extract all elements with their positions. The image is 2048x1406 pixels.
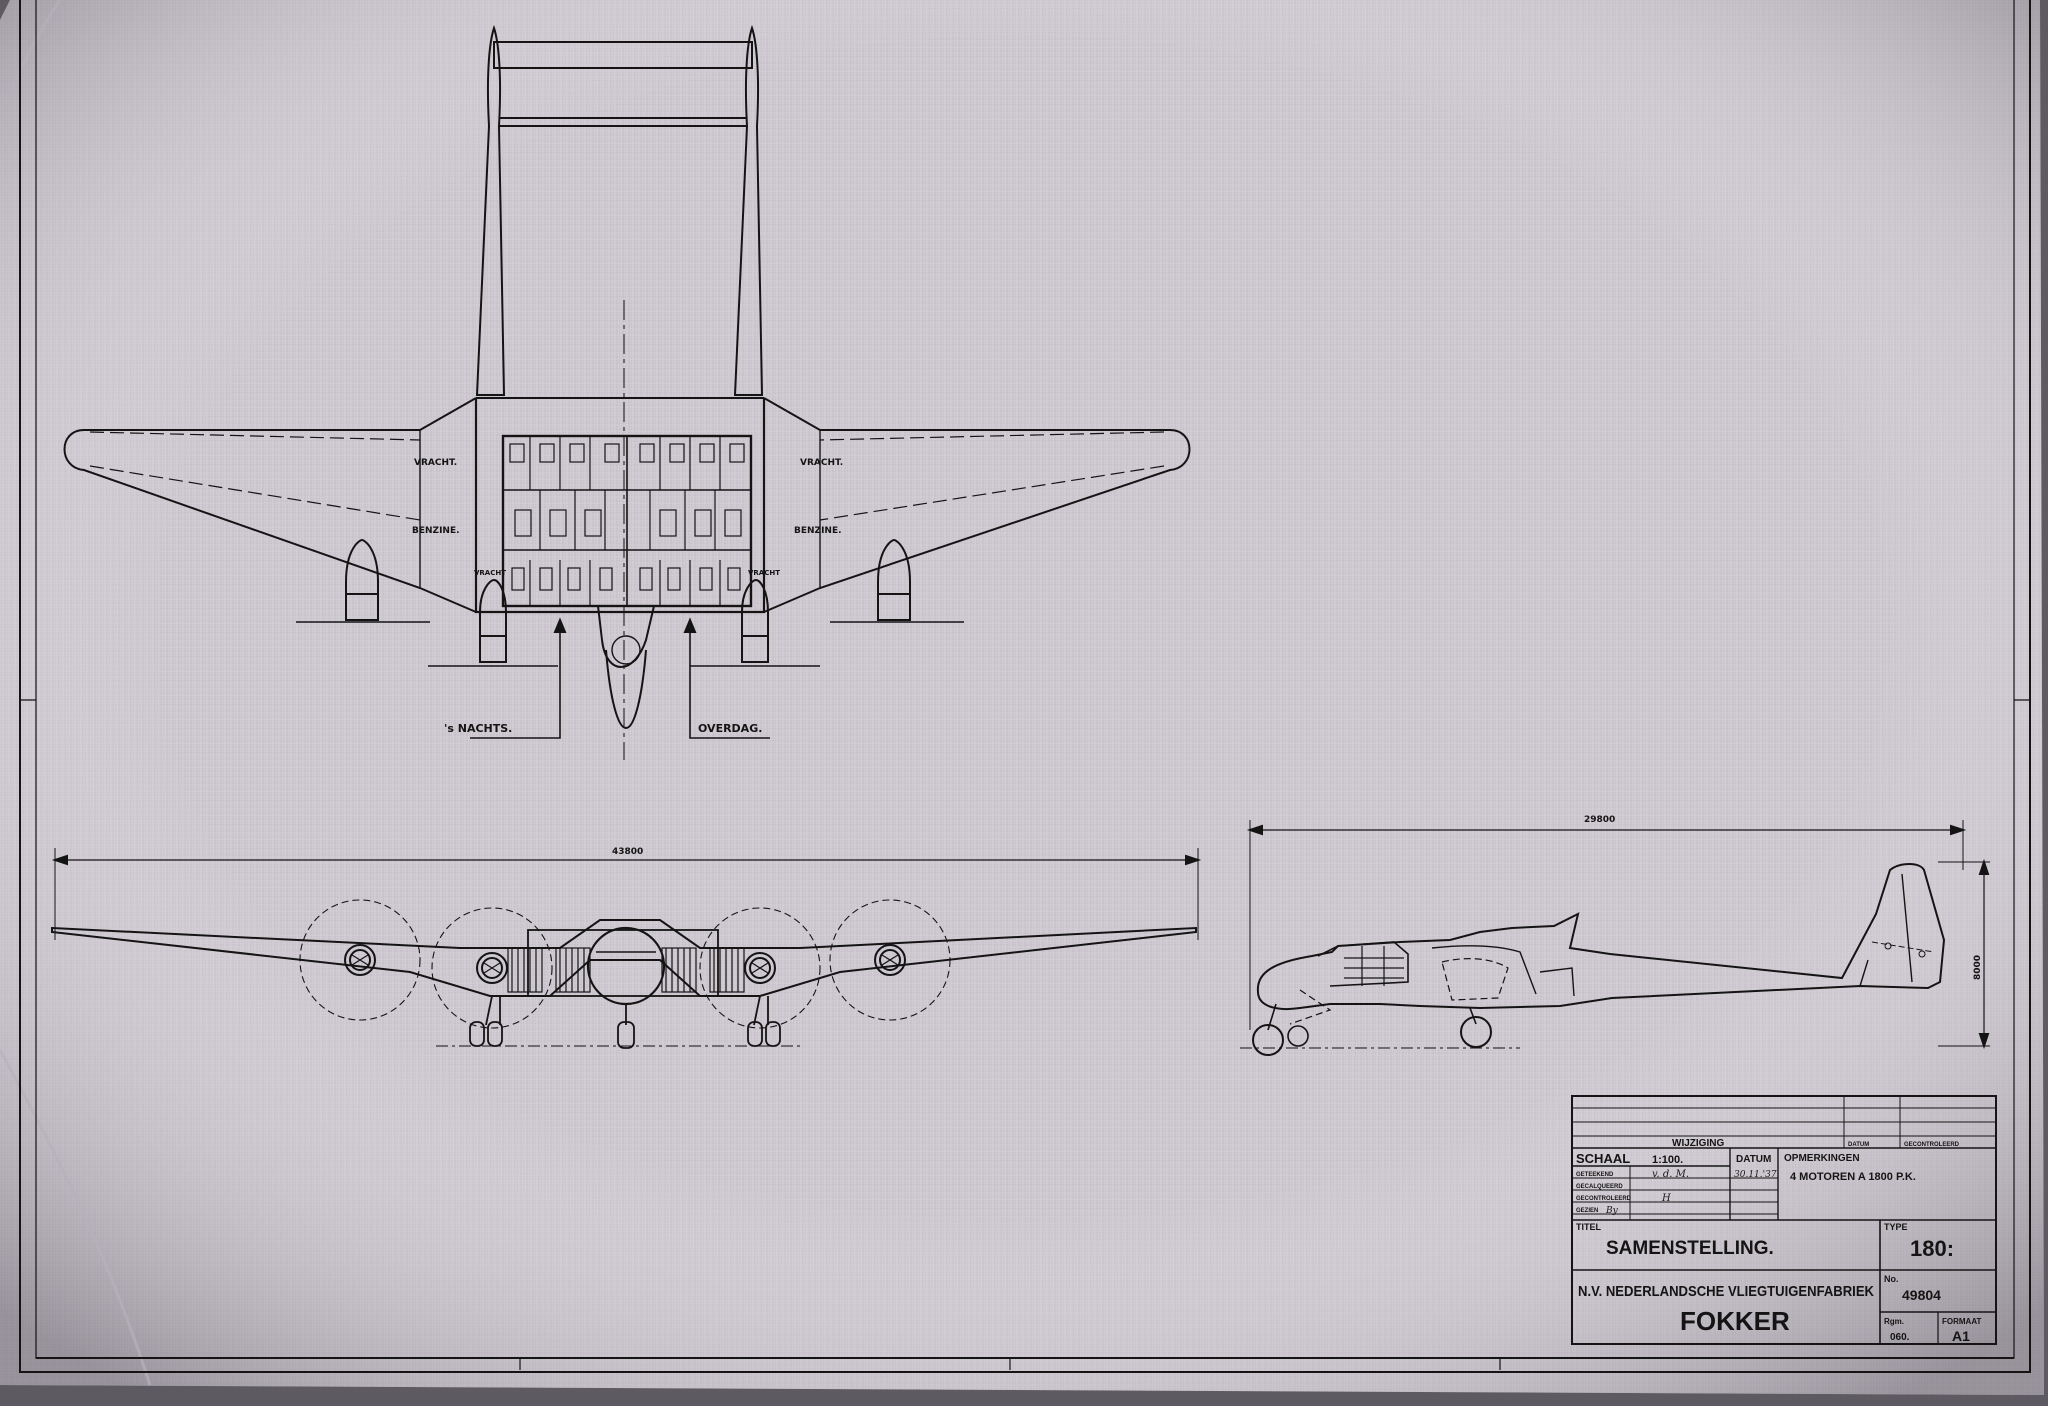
revision-col-gecontroleerd: GECONTROLEERD <box>1904 1142 1960 1148</box>
right-wing <box>763 397 1191 613</box>
format-label: FORMAAT <box>1942 1317 1982 1326</box>
drawn-initials: v. d. M. <box>1652 1169 1689 1180</box>
label-benzine-left: BENZINE. <box>412 526 460 536</box>
top-view-labels: VRACHT. VRACHT. BENZINE. BENZINE. VRACHT… <box>412 458 843 735</box>
remarks-text: 4 MOTOREN A 1800 P.K. <box>1790 1171 1916 1183</box>
revision-col-datum: DATUM <box>1848 1142 1869 1148</box>
top-view <box>63 24 1191 760</box>
brand-name: FOKKER <box>1680 1306 1790 1336</box>
drawn-date: 30.11.'37 <box>1734 1170 1777 1180</box>
format-value: A1 <box>1952 1328 1970 1344</box>
remarks-header: OPMERKINGEN <box>1784 1153 1860 1164</box>
checked-initials: H <box>1661 1193 1671 1204</box>
scale-value: 1:100. <box>1652 1154 1683 1166</box>
span-dimension-label: 43800 <box>612 847 643 857</box>
reg-value: 060. <box>1890 1332 1910 1343</box>
type-value: 180: <box>1910 1236 1954 1261</box>
title-block <box>1571 1095 1997 1345</box>
label-vracht-left: VRACHT. <box>414 458 457 468</box>
upper-tailplane <box>493 41 753 69</box>
height-dimension-label: 8000 <box>1973 955 1983 980</box>
title-label: TITEL <box>1576 1222 1601 1232</box>
date-header: DATUM <box>1736 1154 1771 1165</box>
type-label: TYPE <box>1884 1222 1908 1232</box>
revision-header: WIJZIGING <box>1672 1138 1724 1149</box>
drawing-number: 49804 <box>1902 1287 1941 1303</box>
side-view <box>1240 820 1990 1056</box>
label-overdag: OVERDAG. <box>698 722 762 735</box>
drawing-title: SAMENSTELLING. <box>1606 1238 1774 1259</box>
label-benzine-right: BENZINE. <box>794 526 842 536</box>
label-nachts: 's NACHTS. <box>444 722 512 735</box>
length-dimension-label: 29800 <box>1584 815 1615 825</box>
right-tail-boom <box>733 24 764 396</box>
label-vracht-right: VRACHT. <box>800 458 843 468</box>
label-vracht-small-left: VRACHT <box>474 569 506 577</box>
left-wing <box>63 397 477 613</box>
lower-tailplane <box>499 117 747 127</box>
front-view <box>51 848 1202 1049</box>
side-fuselage <box>1256 863 1946 1010</box>
seen-initials: By <box>1605 1206 1619 1216</box>
label-vracht-small-right: VRACHT <box>748 569 780 577</box>
title-block-text: WIJZIGING DATUM GECONTROLEERD SCHAAL 1:1… <box>1576 1138 1982 1344</box>
reg-label: Rgm. <box>1884 1317 1904 1326</box>
scale-label: SCHAAL <box>1576 1151 1630 1166</box>
number-label: No. <box>1884 1274 1899 1284</box>
row-label-checked: GECONTROLEERD <box>1576 1196 1632 1202</box>
company-name: N.V. NEDERLANDSCHE VLIEGTUIGENFABRIEK <box>1578 1283 1874 1300</box>
row-label-traced: GECALQUEERD <box>1576 1184 1623 1190</box>
row-label-seen: GEZIEN <box>1576 1208 1598 1214</box>
drawing-frame <box>19 0 2031 1373</box>
row-label-drawn: GETEEKEND <box>1576 1172 1614 1178</box>
front-wing <box>51 919 1197 997</box>
